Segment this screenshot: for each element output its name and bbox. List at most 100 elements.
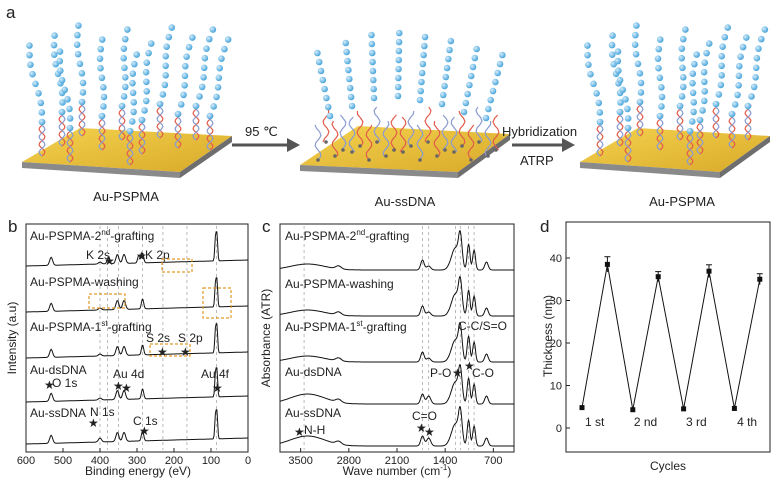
polymer-bead: [58, 76, 66, 84]
ssdna-strand: [475, 106, 483, 143]
ssdna-strand: [322, 106, 330, 143]
polymer-bead: [174, 110, 182, 118]
anchor-dot: [435, 154, 439, 158]
polymer-bead: [129, 70, 137, 77]
polymer-bead: [701, 59, 709, 66]
polymer-bead: [691, 60, 698, 68]
dna-strand: [156, 102, 164, 139]
polymer-bead: [216, 64, 223, 72]
polymer-bead: [200, 64, 208, 72]
c-label-washing: Au-PSPMA-washing: [285, 277, 394, 291]
polymer-bead: [56, 57, 64, 65]
polymer-brushes-right: [584, 22, 769, 166]
polymer-brushes-left: [26, 22, 232, 166]
polymer-bead: [718, 52, 725, 60]
dna-strand: [696, 118, 704, 155]
dna-strand: [174, 112, 182, 149]
polymer-bead: [143, 59, 151, 66]
polymer-bead: [689, 70, 697, 77]
polymer-bead: [203, 45, 210, 52]
polymer-bead: [100, 93, 108, 101]
panel-b-xlabel: Binding energy (eV): [85, 464, 191, 478]
polymer-bead: [489, 87, 497, 95]
b-ann-c1s-star: ★: [139, 424, 150, 438]
polymer-bead: [98, 74, 106, 82]
panel-c-xlabel: Wave number (cm-1): [343, 463, 452, 478]
dna-strand: [174, 112, 182, 149]
dna-strand: [38, 120, 46, 157]
anchor-dot: [341, 148, 345, 152]
polymer-bead: [78, 98, 86, 106]
polymer-bead: [689, 89, 697, 97]
dna-strand: [118, 104, 126, 141]
polymer-bead: [696, 116, 704, 124]
polymer-bead: [345, 66, 352, 74]
panel-c-ylabel: Absorbance (ATR): [259, 289, 273, 387]
dna-strand: [78, 100, 86, 137]
c-spectrum-line: [279, 276, 514, 317]
d-data-point: [630, 407, 636, 413]
ssdna-and-polymer-middle: [314, 29, 506, 162]
dna-strand: [744, 104, 752, 141]
dna-strand: [636, 100, 644, 137]
arrow-heat-step: 95 ℃: [232, 124, 300, 152]
caption-au-pspma-left: Au-PSPMA: [93, 189, 159, 204]
dna-strand: [126, 129, 134, 166]
polymer-bead: [467, 72, 475, 80]
polymer-bead: [100, 103, 107, 110]
anchor-dot: [367, 158, 371, 162]
polymer-bead: [76, 60, 84, 68]
polymer-bead: [721, 33, 729, 41]
polymer-bead: [185, 43, 193, 51]
polymer-bead: [443, 64, 451, 72]
panel-d-label: d: [540, 217, 549, 236]
dna-strand: [138, 118, 146, 155]
polymer-bead: [616, 108, 624, 116]
c-label-1st-grafting: Au-PSPMA-1st-grafting: [285, 319, 407, 334]
d-data-point: [681, 406, 687, 412]
polymer-bead: [421, 33, 429, 41]
c-x-tick-label: 2100: [385, 455, 409, 467]
polymer-bead: [637, 79, 645, 87]
polymer-bead: [701, 88, 709, 95]
dna-strand: [596, 120, 604, 157]
polymer-bead: [634, 60, 642, 68]
b-label-2nd-grafting: Au-PSPMA-2nd-grafting: [30, 228, 154, 243]
polymer-bead: [32, 80, 39, 88]
polymer-bead: [462, 99, 470, 107]
polymer-bead: [417, 87, 425, 95]
c-ann-co: C-O: [472, 366, 494, 380]
ssdna-strand: [458, 110, 466, 147]
c-ann-ccso: C-C/S=O: [458, 319, 507, 333]
polymer-bead: [56, 48, 64, 55]
polymer-bead: [120, 54, 127, 62]
polymer-bead: [142, 97, 150, 105]
polymer-bead: [755, 45, 762, 52]
polymer-bead: [369, 76, 377, 84]
d-cycle-label: 1 st: [585, 415, 605, 429]
polymer-bead: [485, 105, 492, 113]
polymer-bead: [739, 43, 747, 51]
polymer-bead: [66, 105, 73, 113]
polymer-bead: [748, 93, 755, 100]
panel-b-spectra: [26, 231, 248, 445]
polymer-bead: [98, 112, 106, 120]
c-label-dsdna: Au-dsDNA: [285, 365, 342, 379]
polymer-bead: [735, 62, 743, 70]
polymer-bead: [215, 74, 223, 82]
polymer-bead: [632, 50, 640, 58]
polymer-bead: [494, 69, 502, 77]
ssdna-strand: [339, 114, 347, 151]
polymer-bead: [368, 49, 376, 57]
polymer-bead: [395, 38, 403, 46]
polymer-bead: [718, 72, 725, 79]
polymer-bead: [596, 109, 604, 116]
polymer-bead: [206, 112, 214, 120]
polymer-bead: [615, 67, 622, 74]
polymer-bead: [750, 83, 758, 91]
polymer-bead: [656, 36, 664, 43]
polymer-bead: [636, 98, 644, 106]
d-y-tick-label: 40: [550, 253, 562, 265]
